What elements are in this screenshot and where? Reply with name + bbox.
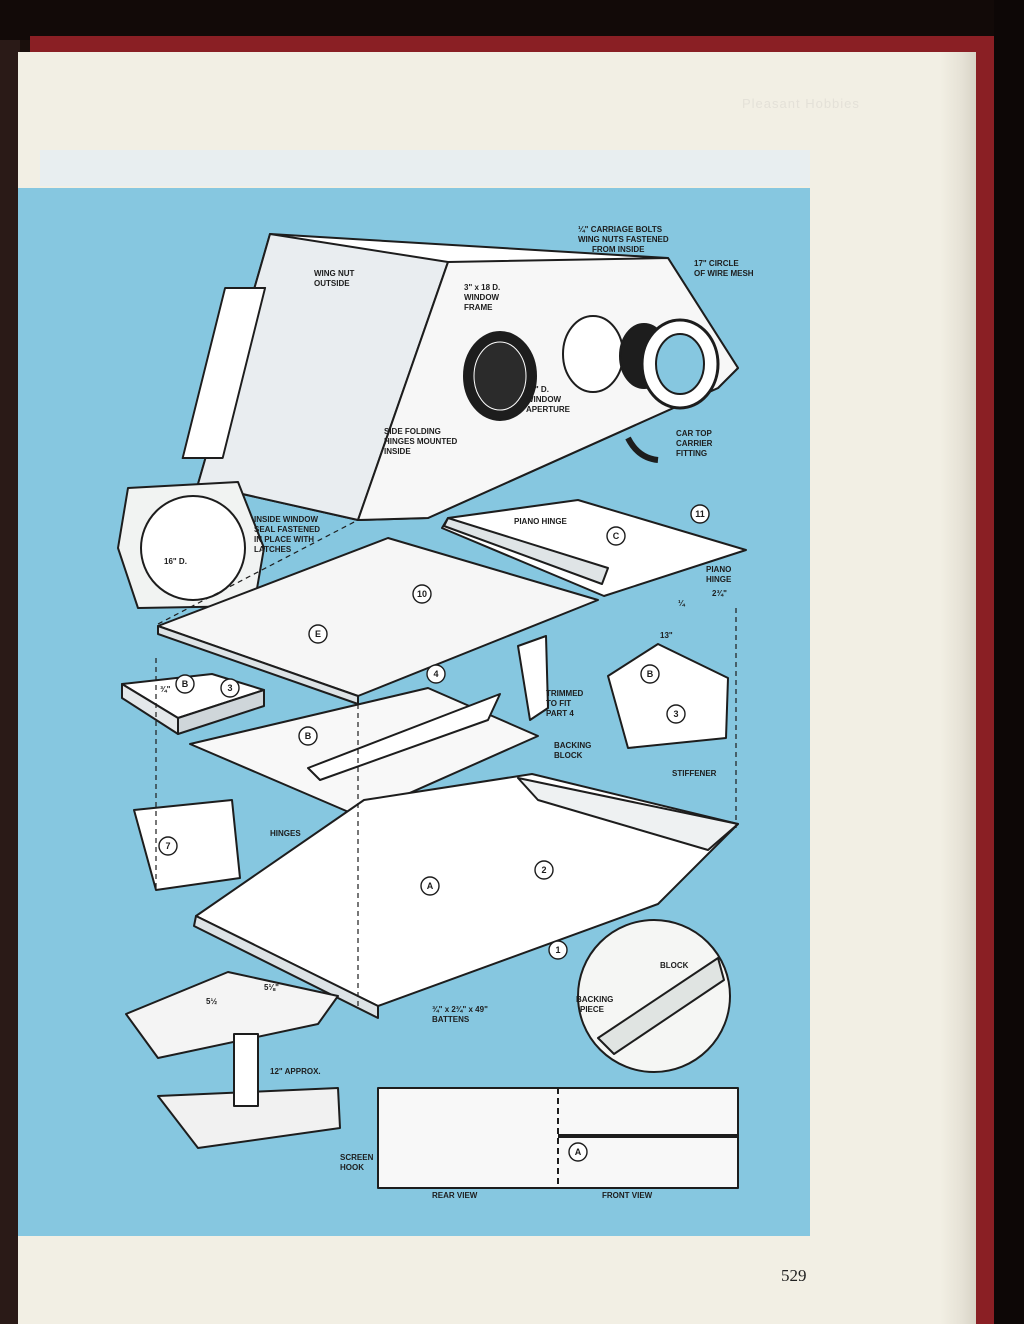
label-window-seal-4: LATCHES [254, 545, 292, 554]
label-trimmed-3: PART 4 [546, 709, 574, 718]
label-dim-3-4: ¾" [160, 685, 171, 694]
label-approx: 12" APPROX. [270, 1067, 321, 1076]
label-car-top-3: FITTING [676, 449, 707, 458]
label-window-seal-3: IN PLACE WITH [254, 535, 314, 544]
label-side-hinges-1: SIDE FOLDING [384, 427, 441, 436]
label-battens-1: ¾" x 2¾" x 49" [432, 1005, 488, 1014]
label-hinges: HINGES [270, 829, 301, 838]
label-car-top-1: CAR TOP [676, 429, 713, 438]
label-dim-2-3-4: 2¾" [712, 589, 727, 598]
marker-e: E [315, 629, 321, 639]
illustration-plate: ¼" CARRIAGE BOLTS WING NUTS FASTENED FRO… [18, 188, 810, 1236]
exploded-diagram: ¼" CARRIAGE BOLTS WING NUTS FASTENED FRO… [117, 225, 754, 1200]
marker-2: 2 [541, 865, 546, 875]
marker-b-small: B [182, 679, 189, 689]
plate-bleed-band [40, 150, 810, 186]
label-dim-quarter: ¼ [678, 599, 686, 608]
label-piano-hinge-side-2: HINGE [706, 575, 732, 584]
label-backing-piece-2: PIECE [580, 1005, 605, 1014]
label-window-aperture-2: WINDOW [526, 395, 562, 404]
marker-7: 7 [165, 841, 170, 851]
label-wing-nut-2: OUTSIDE [314, 279, 350, 288]
book-top-edge [0, 0, 1024, 40]
label-carriage-bolts-1: ¼" CARRIAGE BOLTS [578, 225, 663, 234]
label-carriage-bolts-3: FROM INSIDE [592, 245, 645, 254]
marker-3: 3 [227, 683, 232, 693]
marker-a: A [427, 881, 434, 891]
label-seal-diameter: 16" D. [164, 557, 187, 566]
marker-11: 11 [695, 509, 705, 519]
label-stiffener: STIFFENER [672, 769, 717, 778]
label-battens-2: BATTENS [432, 1015, 470, 1024]
label-block: BLOCK [660, 961, 689, 970]
marker-1: 1 [555, 945, 560, 955]
label-dim-13: 13" [660, 631, 673, 640]
label-side-hinges-3: INSIDE [384, 447, 411, 456]
label-window-seal-1: INSIDE WINDOW [254, 515, 318, 524]
label-dim-5-8: 5⅛" [264, 983, 279, 992]
label-backing-piece-1: BACKING [576, 995, 613, 1004]
label-circle-mesh-2: OF WIRE MESH [694, 269, 754, 278]
label-window-frame-2: WINDOW [464, 293, 500, 302]
label-rear-view: REAR VIEW [432, 1191, 478, 1200]
marker-a-front: A [575, 1147, 582, 1157]
label-carriage-bolts-2: WING NUTS FASTENED [578, 235, 669, 244]
label-piano-hinge: PIANO HINGE [514, 517, 568, 526]
part-b-block [607, 643, 729, 749]
page-number: 529 [781, 1266, 807, 1285]
label-backing-block-1: BACKING [554, 741, 591, 750]
label-front-view: FRONT VIEW [602, 1191, 653, 1200]
label-side-hinges-2: HINGES MOUNTED [384, 437, 458, 446]
label-piano-hinge-side-1: PIANO [706, 565, 731, 574]
background-edge [994, 0, 1024, 1324]
marker-3b: 3 [673, 709, 678, 719]
label-window-aperture-3: APERTURE [526, 405, 571, 414]
page-fore-edge [940, 52, 976, 1324]
label-window-aperture-1: 16" D. [526, 385, 549, 394]
label-wing-nut-1: WING NUT [314, 269, 355, 278]
label-trimmed-1: TRIMMED [546, 689, 584, 698]
label-window-seal-2: SEAL FASTENED [254, 525, 320, 534]
label-window-frame-1: 3" x 18 D. [464, 283, 500, 292]
label-trimmed-2: TO FIT [546, 699, 571, 708]
book-spine-shadow [0, 40, 20, 1324]
marker-4: 4 [433, 669, 438, 679]
side-door [181, 287, 267, 459]
label-screen-hook-2: HOOK [340, 1163, 364, 1172]
label-window-frame-3: FRAME [464, 303, 493, 312]
marker-b-frame: B [305, 731, 312, 741]
marker-b: B [647, 669, 654, 679]
label-dim-5-half: 5½ [206, 997, 217, 1006]
running-head: Pleasant Hobbies [742, 96, 860, 111]
label-backing-block-2: BLOCK [554, 751, 583, 760]
label-car-top-2: CARRIER [676, 439, 713, 448]
lid-c [441, 499, 747, 597]
label-screen-hook-1: SCREEN [340, 1153, 374, 1162]
marker-c: C [613, 531, 620, 541]
label-circle-mesh-1: 17" CIRCLE [694, 259, 739, 268]
marker-10: 10 [417, 589, 427, 599]
